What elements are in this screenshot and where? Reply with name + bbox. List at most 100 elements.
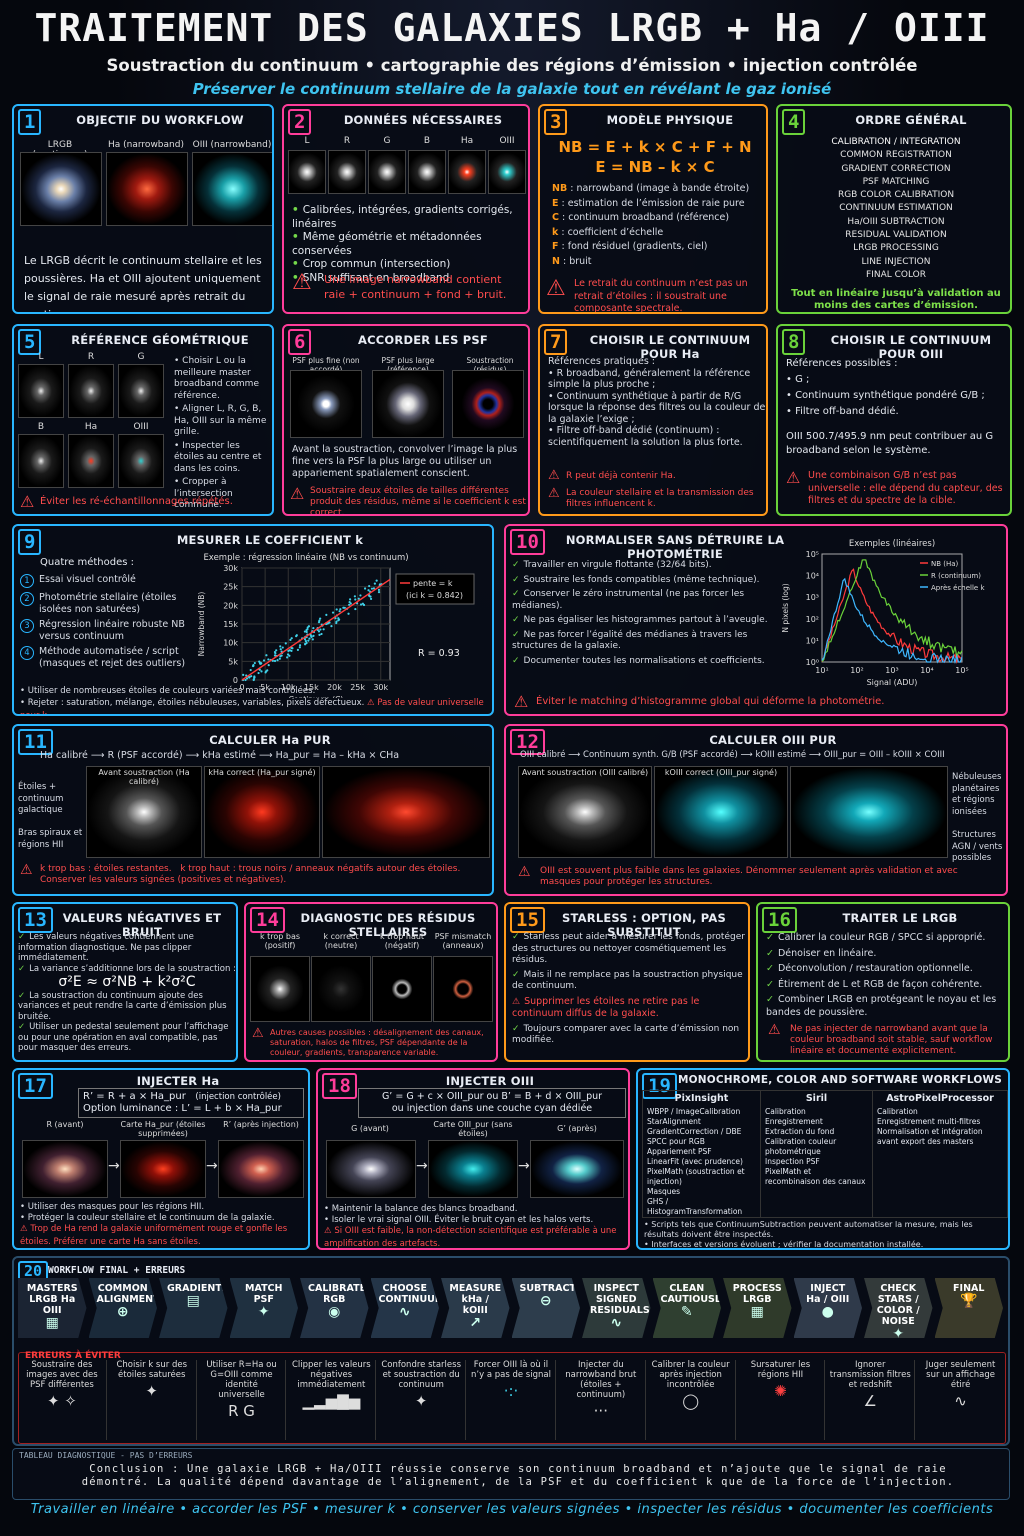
panel-title: ORDRE GÉNÉRAL [855, 113, 967, 127]
list-item: • Scripts tels que ContinuumSubtraction … [644, 1220, 973, 1239]
warning-icon: ⚠ [518, 864, 531, 880]
image-label: PSF plus large (référence) [381, 356, 435, 374]
panel-title: CHOISIR LE CONTINUUM POUR Ha [589, 333, 751, 361]
y-axis-label: Narrowband (NB) [197, 592, 206, 657]
error-label: Juger seulement sur un affichage étiré [925, 1360, 996, 1390]
panel-ha-pure: 11 CALCULER Ha PUR Ha calibré ⟶ R (PSF a… [12, 724, 494, 896]
residual-example [250, 956, 310, 1022]
oiii-pure-image [654, 766, 788, 858]
scatter-point [288, 649, 291, 652]
chart-title: Exemple : régression linéaire (NB vs con… [203, 552, 408, 563]
step-icon: ▦ [45, 1315, 59, 1331]
channel-thumbnail [408, 150, 446, 194]
warning-text: Éviter les ré-échantillonnages répétés. [40, 496, 233, 507]
page-tagline: Préserver le continuum stellaire de la g… [192, 80, 832, 98]
x-tick-label: 10³ [885, 666, 898, 675]
panel-number: 5 [18, 329, 42, 355]
emission-equation: E = NB – k × C [595, 158, 715, 176]
warning-icon: ⚠ [20, 492, 35, 511]
check-item: ✓Dénoiser en linéaire. [766, 948, 1006, 961]
oiii-note: OIII 500.7/495.9 nm peut contribuer au G… [786, 431, 994, 456]
panel-title: CHOISIR LE CONTINUUM POUR OIII [830, 333, 992, 361]
image-label: Carte OIII_pur (sans étoiles) [433, 1120, 513, 1138]
psf-text: Avant la soustraction, convolver l’image… [292, 444, 518, 479]
workflow-step-label: CHOOSE CONTINUUM [378, 1283, 445, 1305]
regression-scatter-chart: Exemple : régression linéaire (NB vs con… [197, 552, 475, 698]
image-label: Ha (narrowband) [108, 140, 184, 150]
error-icon: ·:· [503, 1382, 519, 1400]
panel-physical-model: 3 MODÈLE PHYSIQUE NB = E + k × C + F + N… [538, 104, 768, 314]
warning-icon: ⚠ [548, 468, 560, 483]
panel-number: 3 [544, 109, 568, 135]
order-step: RESIDUAL VALIDATION [845, 230, 947, 241]
scatter-point [259, 662, 263, 665]
scatter-point [308, 637, 311, 640]
arrow-right-icon: → [108, 1158, 120, 1174]
scatter-point [325, 613, 328, 616]
step-icon: ✦ [257, 1304, 270, 1320]
oiii-map-image [428, 1140, 518, 1198]
channel-label: L [304, 136, 310, 146]
list-item: ✓Utiliser un pedestal seulement pour l’a… [18, 1022, 229, 1053]
software-item: PixelMath et recombinaison des canaux [765, 1167, 866, 1186]
residual-diagnostic-grid: k trop bas (positif)k correct (neutre)k … [250, 932, 496, 1024]
scatter-point [362, 603, 366, 607]
scatter-point [267, 664, 270, 667]
channel-label: Ha [84, 422, 98, 432]
errors-box: ERREURS À ÉVITER [18, 1351, 1006, 1444]
lrgb-checklist: ✓Calibrer la couleur RGB / SPCC si appro… [766, 932, 1006, 1022]
error-label: Utiliser R=Ha ou G=OIII comme identité u… [206, 1360, 277, 1400]
legend-label: pente = k [413, 579, 453, 588]
panel-title: NORMALISER SANS DÉTRUIRE LA PHOTOMÉTRIE [565, 533, 785, 561]
plot-area [821, 553, 963, 663]
scatter-point [312, 634, 315, 637]
image-label: R’ (après injection) [223, 1120, 299, 1129]
panel-number: 13 [18, 907, 53, 933]
scatter-point [275, 649, 278, 652]
scatter-point [343, 606, 346, 609]
oiii-galaxy-image [192, 152, 272, 226]
scatter-point [307, 639, 310, 642]
scatter-point [311, 638, 314, 641]
warning-text: Une image narrowband contient raie + con… [324, 273, 507, 301]
list-item: ⚠Supprimer les étoiles ne retire pas le … [512, 995, 700, 1020]
y-tick-label: 10³ [806, 593, 819, 602]
channel-thumbnail [328, 150, 366, 194]
method-number: 2 [20, 592, 34, 606]
check-label: Conserver le zéro instrumental (ne pas f… [512, 589, 745, 611]
error-icon: ∿ [954, 1392, 967, 1410]
g-before-image [326, 1140, 416, 1198]
check-icon: ✓ [512, 629, 520, 640]
check-item: ✓Déconvolution / restauration optionnell… [766, 963, 1006, 976]
y-tick-label: 10⁴ [806, 572, 819, 581]
check-label: Travailler en virgule flottante (32/64 b… [523, 560, 712, 570]
list-item: • Inspecter les étoiles au centre et dan… [174, 440, 262, 474]
workflow-step: GRADIENTS▤ [159, 1278, 228, 1338]
list-item: •SNR suffisant en broadband [292, 271, 450, 284]
warning-text: R peut déjà contenir Ha. [566, 471, 676, 481]
software-item: LinearFit (avec prudence) [647, 1157, 743, 1166]
panel-lrgb: 16 TRAITER LE LRGB ✓Calibrer la couleur … [756, 902, 1010, 1062]
separator: : [558, 241, 568, 252]
arrow-right-icon: → [206, 1158, 218, 1174]
software-item: SPCC pour RGB [647, 1137, 705, 1146]
histogram-series-line [821, 559, 963, 663]
continuum-ha-list: Références pratiques : • R broadband, gé… [548, 356, 766, 448]
check-icon: ✓ [512, 615, 520, 625]
list-item: • Aligner L, R, G, B, Ha, OIII sur la mê… [174, 404, 267, 437]
list-item: •Même géométrie et métadonnées conservée… [292, 231, 482, 257]
scatter-point [250, 675, 253, 678]
panel-normalize: 10 NORMALISER SANS DÉTRUIRE LA PHOTOMÉTR… [504, 524, 1008, 716]
warning-icon: ⚠ [786, 468, 801, 487]
channel-thumbnail [68, 364, 114, 418]
step-icon: ↗ [469, 1315, 482, 1331]
order-step: RGB COLOR CALIBRATION [837, 190, 955, 201]
image-label: Carte Ha_pur (étoiles supprimées) [120, 1120, 206, 1138]
legend-label: Après échelle k [931, 584, 985, 592]
definition-row: E : estimation de l’émission de raie pur… [552, 197, 766, 212]
panel-number: 2 [288, 109, 312, 135]
panel-title: OBJECTIF DU WORKFLOW [76, 113, 244, 127]
